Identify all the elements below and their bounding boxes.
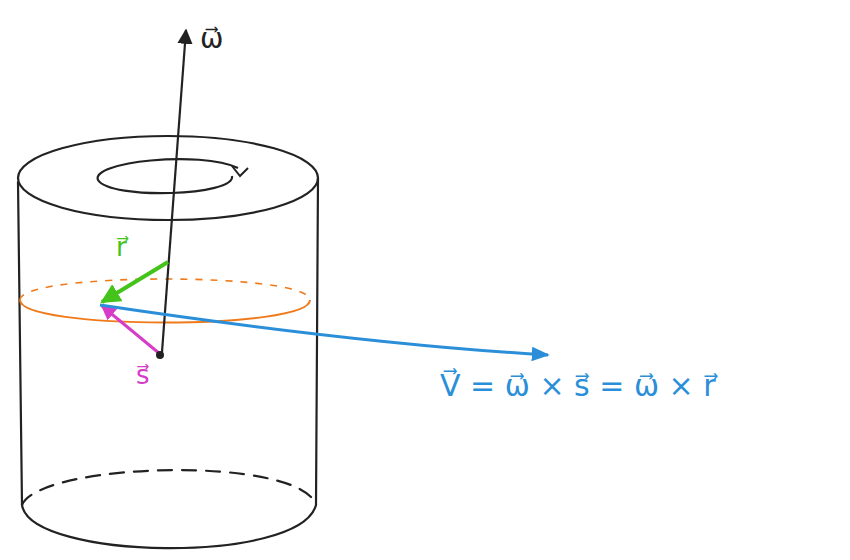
velocity-vector [100, 305, 548, 355]
rotation-arrow [98, 159, 238, 193]
origin-dot [156, 351, 164, 359]
r-vector [102, 262, 168, 302]
r-label: r⃗ [116, 232, 127, 263]
rotation-arrowhead [232, 166, 248, 176]
cylinder-outline [18, 136, 318, 548]
omega-axis [162, 30, 186, 352]
formula-label: V⃗ = ω⃗ × s⃗ = ω⃗ × r⃗ [440, 368, 716, 404]
omega-label: ω⃗ [200, 22, 223, 56]
orbit-circle-back [20, 279, 310, 300]
s-label: s⃗ [136, 360, 150, 391]
